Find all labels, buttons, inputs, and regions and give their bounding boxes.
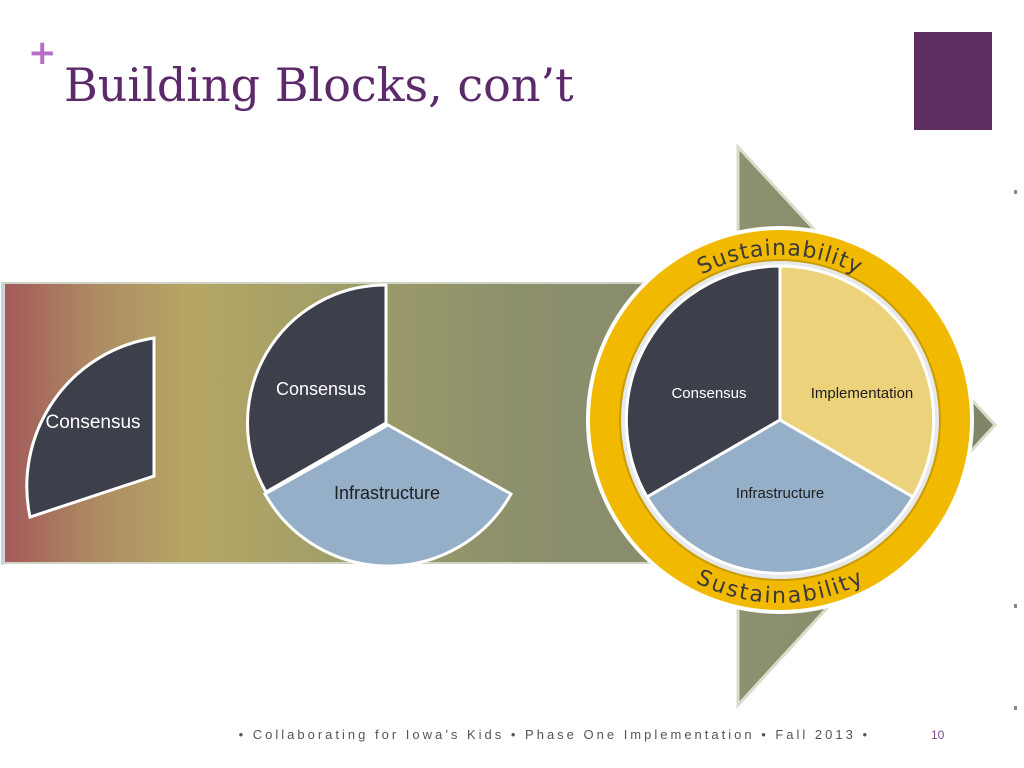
plus-icon: + — [28, 33, 57, 73]
stage2-pie: Consensus Infrastructure — [246, 283, 514, 568]
stage3-infrastructure-wedge — [644, 418, 916, 575]
stage2-consensus-wedge — [246, 283, 388, 495]
stage1-pie: Consensus — [25, 336, 156, 519]
stage1-consensus-label: Consensus — [45, 412, 140, 433]
stage3-pie: Consensus Implementation Infrastructure … — [586, 226, 974, 614]
edge-mark — [1014, 604, 1017, 608]
edge-mark — [1014, 190, 1017, 194]
stage3-consensus-label: Consensus — [671, 385, 746, 402]
stage2-infrastructure-label: Infrastructure — [334, 483, 440, 503]
stage1-consensus-wedge — [25, 336, 156, 519]
accent-square — [914, 32, 992, 130]
stage3-implementation-label: Implementation — [811, 385, 914, 402]
stage2-consensus-label: Consensus — [276, 379, 366, 399]
slide-title: Building Blocks, con’t — [64, 58, 574, 112]
stage3-infrastructure-label: Infrastructure — [736, 485, 824, 502]
stage2-infrastructure-wedge — [262, 423, 514, 568]
edge-mark — [1014, 706, 1017, 710]
stage3-consensus-wedge — [624, 264, 782, 500]
stage3-implementation-wedge — [778, 264, 936, 500]
footer-text: • Collaborating for Iowa’s Kids • Phase … — [238, 727, 870, 742]
page-number: 10 — [931, 728, 945, 742]
